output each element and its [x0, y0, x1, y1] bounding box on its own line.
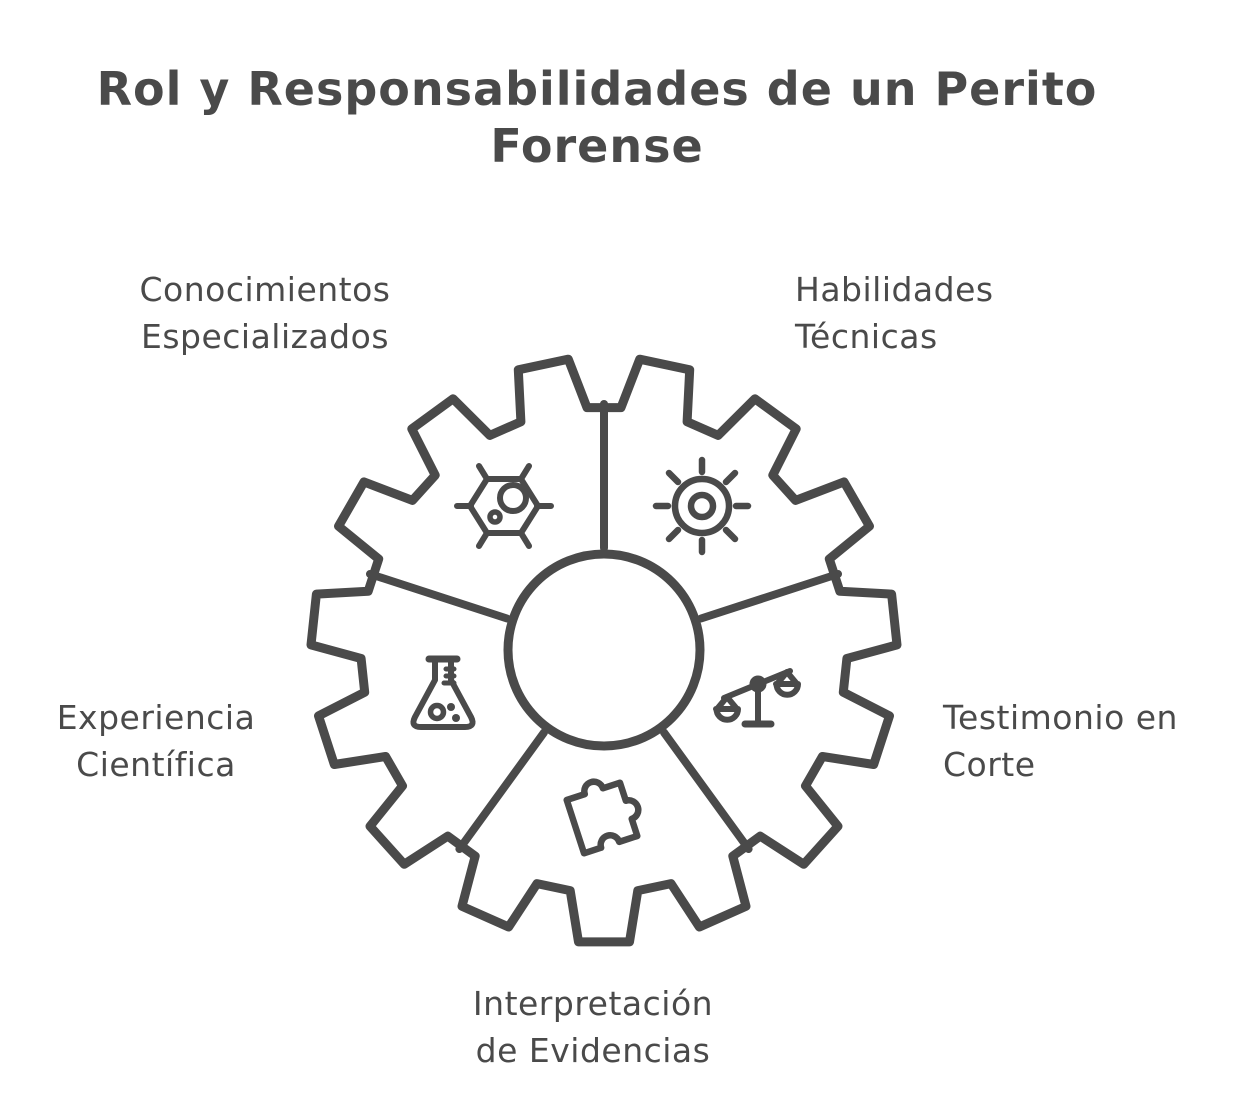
- label-testimonio-en-corte: Testimonio en Corte: [943, 698, 1178, 784]
- label-experiencia-cientifica: Experiencia Científica: [56, 698, 256, 784]
- page-title-line-2: Forense: [490, 118, 704, 173]
- gear-hub-circle: [503, 549, 705, 751]
- flask-icon: [410, 655, 476, 730]
- segment-dividers: [366, 400, 842, 853]
- label-conocimientos-especializados: Conocimientos Especializados: [139, 270, 391, 356]
- segment-divider-line: [366, 570, 511, 623]
- segment-divider-line: [697, 570, 842, 623]
- gear-outline: [306, 354, 902, 947]
- label-interpretacion-de-evidencias: Interpretación de Evidencias: [472, 984, 714, 1070]
- page-title-line-1: Rol y Responsabilidades de un Perito: [96, 61, 1098, 116]
- sun-gear-icon: [652, 456, 752, 556]
- scales-of-justice-icon: [713, 668, 801, 728]
- puzzle-piece-icon: [563, 778, 642, 857]
- microbe-icon: [454, 463, 554, 549]
- segment-divider-line: [455, 728, 548, 853]
- label-habilidades-tecnicas: Habilidades Técnicas: [795, 270, 994, 356]
- segment-divider-line: [660, 728, 753, 853]
- page-title: Rol y Responsabilidades de un Perito For…: [0, 61, 1194, 175]
